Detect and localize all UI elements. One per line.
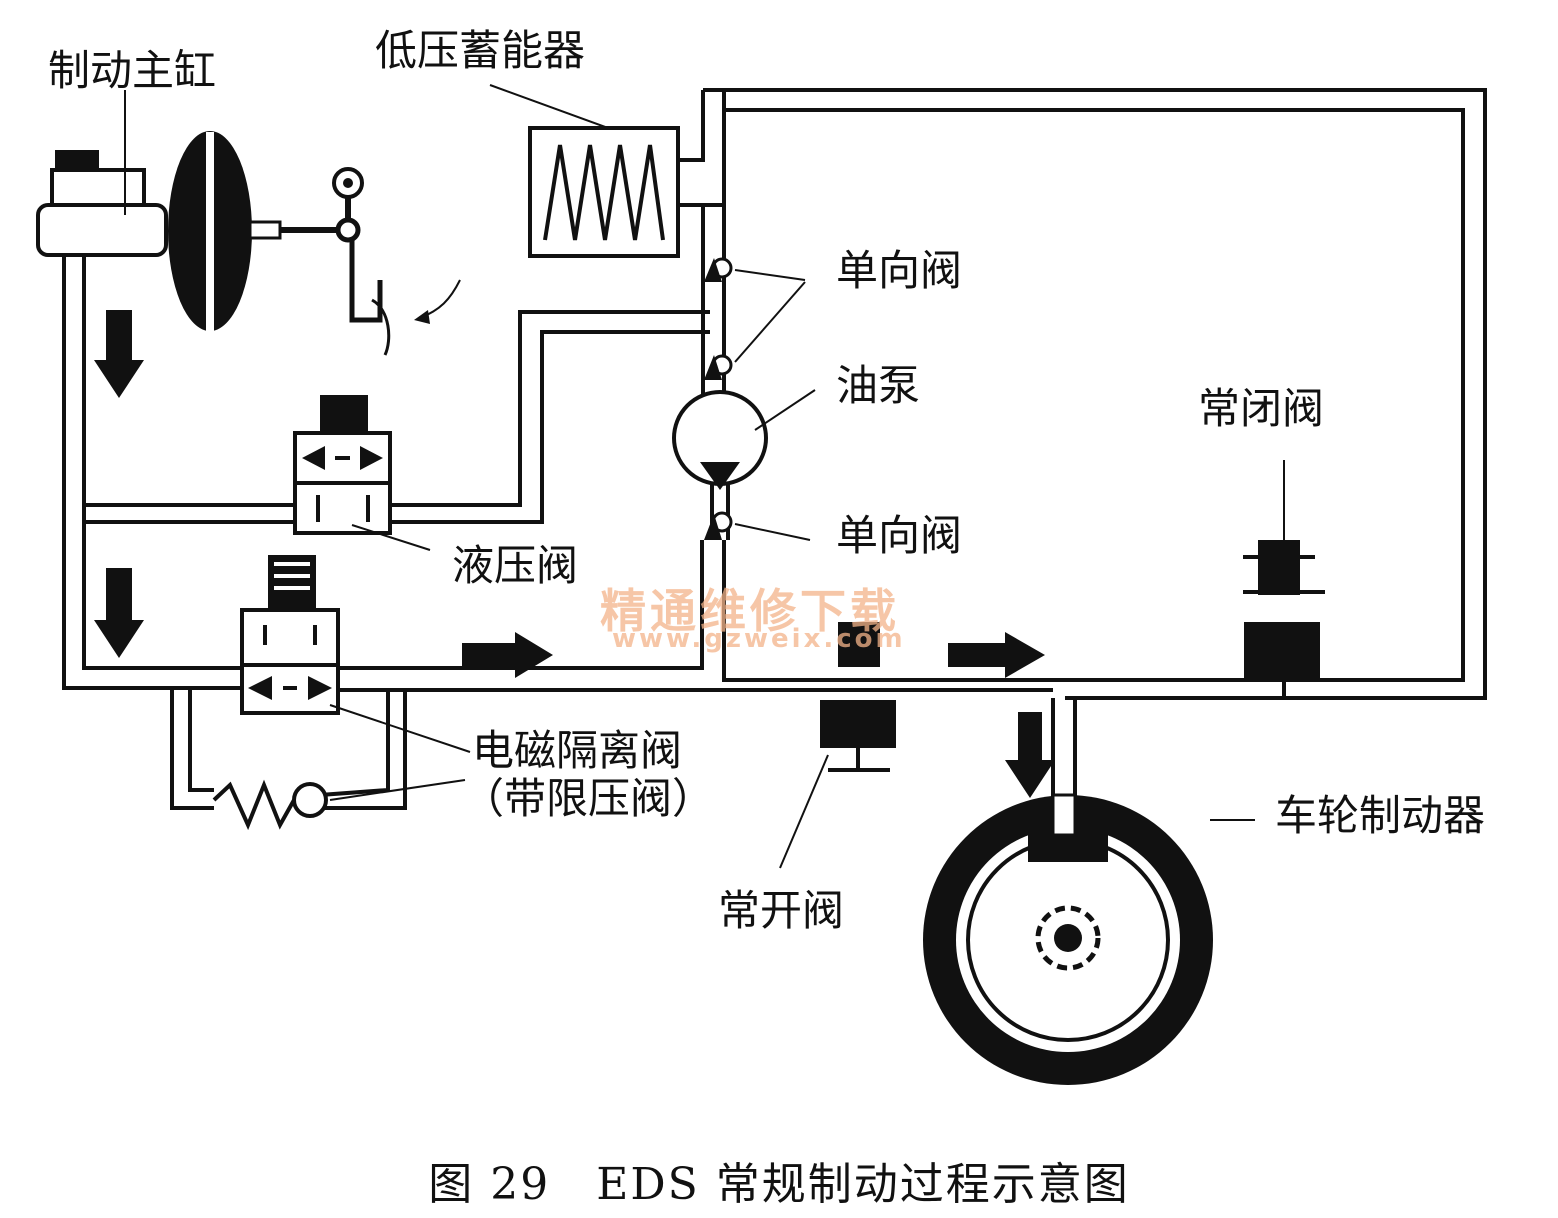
wheel-brake [923,793,1255,1085]
master-down-pipe [62,255,242,690]
master-cylinder [36,90,168,257]
figure-caption: 图 29 EDS 常规制动过程示意图 [428,1159,1130,1210]
normally-open-valve [779,622,896,869]
main-pipe [338,540,1053,692]
hydraulic-valve-pipe [84,310,710,524]
label-check-valve-upper: 单向阀 [836,246,963,295]
check-valve-middle [704,354,733,380]
label-normally-closed-valve: 常闭阀 [1198,384,1325,433]
label-solenoid-isolation-valve: 电磁隔离阀 [472,726,683,775]
watermark-title: 精通维修下载 [600,584,900,638]
label-low-pressure-accumulator: 低压蓄能器 [375,26,586,75]
brake-booster [168,131,345,332]
pressure-limit-valve [212,779,466,831]
check-valve-upper [704,257,733,282]
label-wheel-brake: 车轮制动器 [1275,791,1486,840]
low-pressure-accumulator [489,84,680,258]
check-valve-lower [704,511,733,540]
oil-pump [672,389,816,490]
watermark-url: www.gzweix.com [612,624,906,654]
flow-arrows [94,310,1055,798]
normally-closed-valve [1243,460,1325,700]
hydraulic-valve [293,395,431,551]
solenoid-isolation-valve [240,555,471,753]
label-oil-pump: 油泵 [836,361,921,410]
label-hydraulic-valve: 液压阀 [452,541,579,590]
label-normally-open-valve: 常开阀 [718,886,845,935]
label-master-cylinder: 制动主缸 [48,46,217,95]
brake-pedal [332,167,461,356]
label-check-valve-lower: 单向阀 [836,511,963,560]
label-pressure-limit-note: （带限压阀） [462,774,715,823]
